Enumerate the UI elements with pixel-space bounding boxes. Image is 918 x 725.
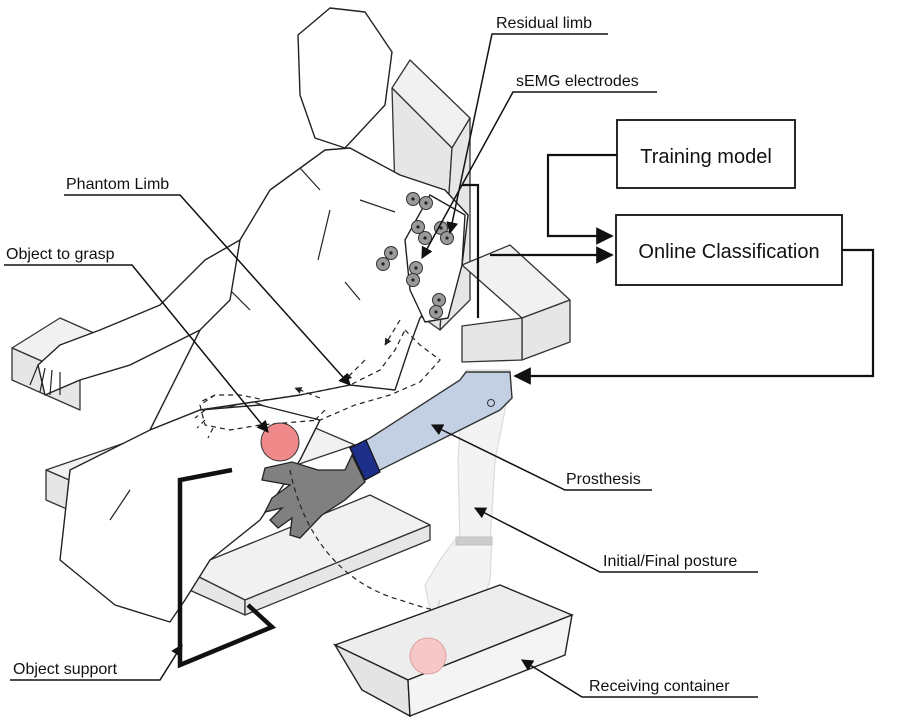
- residual-limb-label: Residual limb: [496, 15, 592, 32]
- prosthesis-hand: [261, 453, 366, 539]
- initial-final-posture-leader: [473, 507, 758, 573]
- chair-right-armrest-end: [461, 317, 523, 363]
- person: [29, 7, 469, 623]
- object-to-grasp-leader: [4, 264, 269, 433]
- phantom-limb: [194, 319, 441, 439]
- object-to-grasp-ball: [260, 422, 300, 462]
- prosthesis-label: Prosthesis: [566, 471, 641, 488]
- classification-to-prosthesis-arrow: [513, 248, 875, 385]
- placed-object-ball: [409, 637, 447, 675]
- left-arm: [37, 239, 241, 396]
- training-to-classification-arrow: [546, 153, 617, 245]
- object-support-stand: [177, 467, 277, 669]
- semg-electrodes-leader: [421, 91, 657, 260]
- object-support-leader: [10, 643, 183, 681]
- receiving-container-label: Receiving container: [589, 678, 730, 695]
- prosthesis-leader: [430, 424, 652, 491]
- initial-final-posture-label: Initial/Final posture: [603, 553, 737, 570]
- semg-electrodes-label: sEMG electrodes: [516, 73, 639, 90]
- object-to-grasp-label: Object to grasp: [6, 246, 115, 263]
- residual-limb-leader: [446, 33, 608, 235]
- legs: [59, 404, 321, 623]
- phantom-limb-label: Phantom Limb: [66, 176, 169, 193]
- head: [297, 7, 393, 149]
- residual-signal-line: [462, 183, 480, 318]
- phantom-limb-leader: [64, 194, 351, 386]
- object-support-label: Object support: [13, 661, 118, 678]
- chair-front-block-front: [244, 524, 431, 616]
- online-classification-label: Online Classification: [638, 241, 819, 263]
- receiving-container-leader: [520, 659, 758, 698]
- training-model-label: Training model: [640, 146, 772, 168]
- semg-electrodes: [376, 192, 454, 319]
- prosthesis-cuff: [349, 439, 381, 481]
- receiving-container: [333, 584, 574, 718]
